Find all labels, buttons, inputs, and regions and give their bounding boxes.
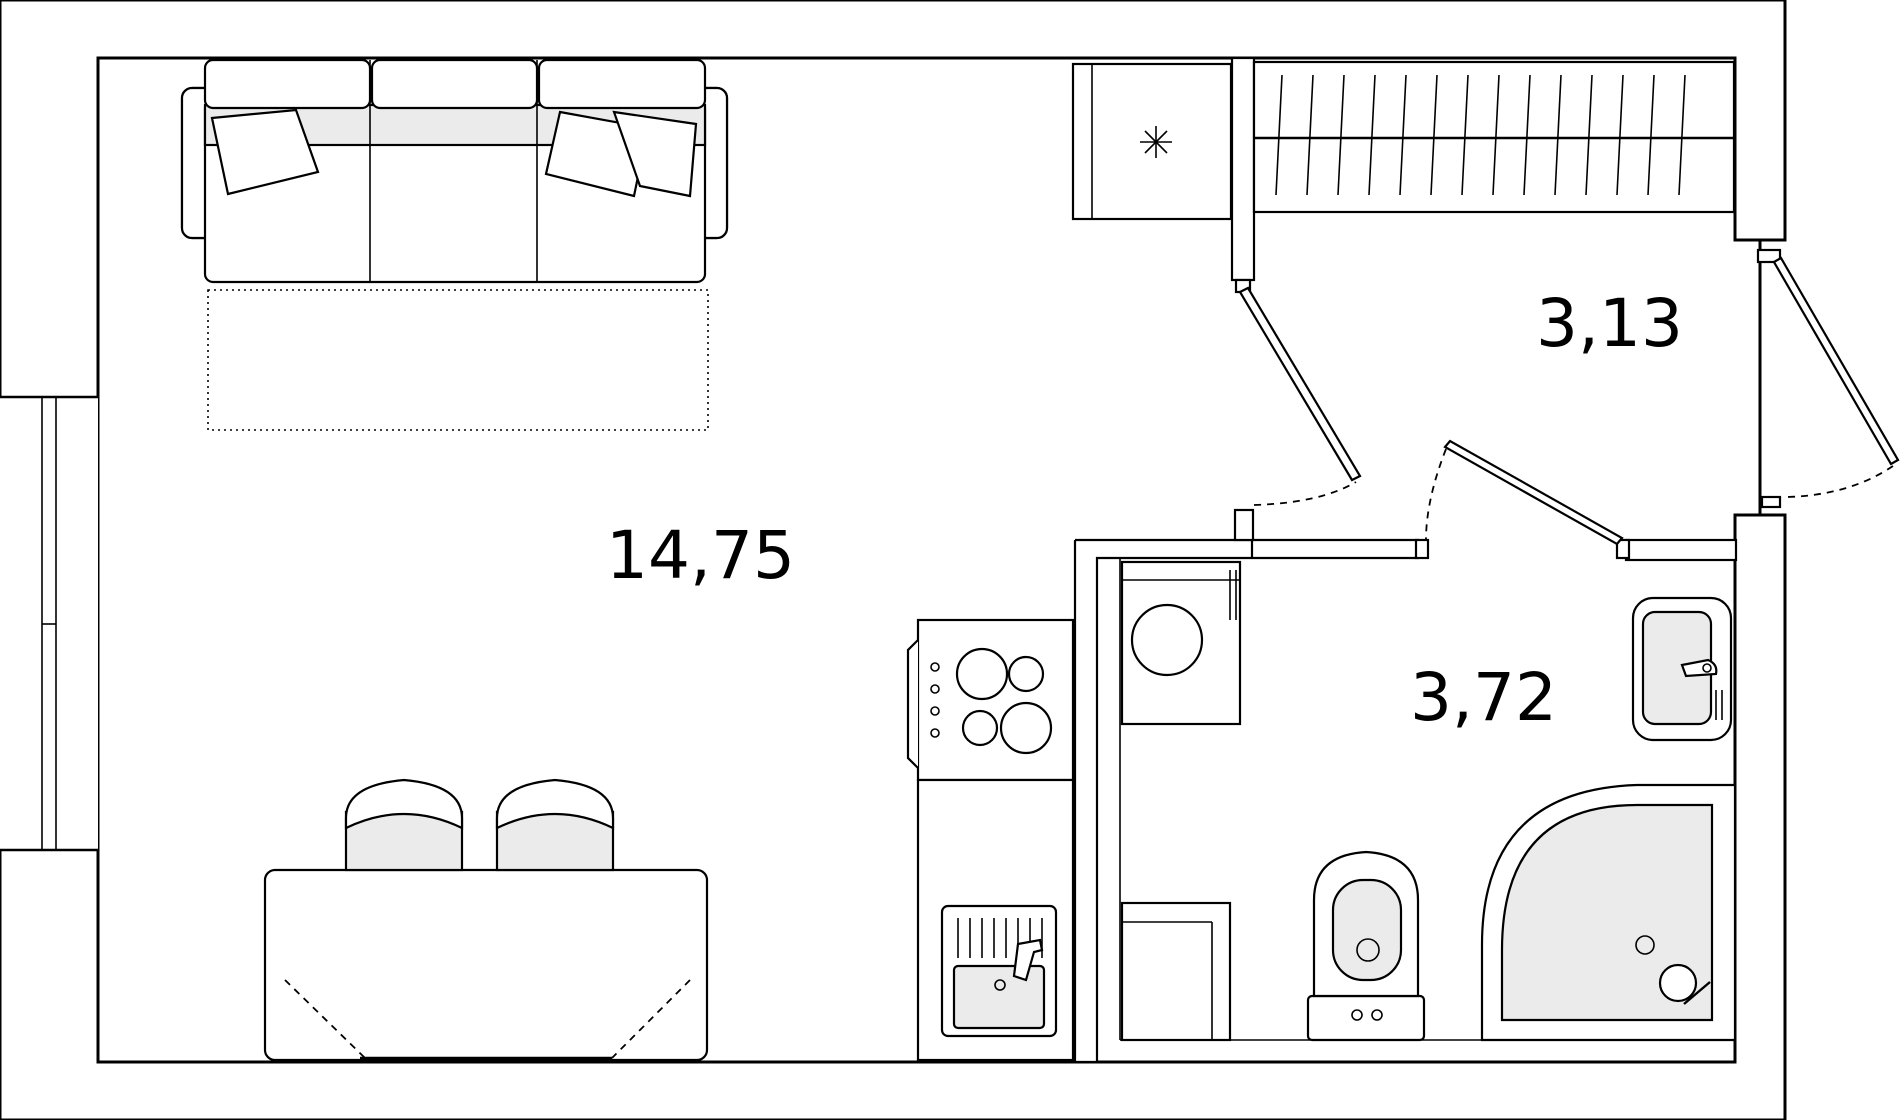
washing-machine [1120, 560, 1242, 726]
shower-tray [1480, 783, 1737, 1042]
hanger-line [1585, 74, 1593, 196]
hanger-line [1616, 74, 1624, 196]
fridge [1071, 62, 1233, 221]
bathroom-cabinet [1120, 901, 1232, 1042]
bathroom-area: 3,72 [1410, 659, 1557, 736]
door-jamb-3 [1615, 538, 1631, 560]
cushion-left [210, 108, 320, 196]
hanger-line [1275, 74, 1283, 196]
hanger-line [1523, 74, 1531, 196]
entrance-post-bottom [1760, 495, 1782, 509]
bathroom-sink [1631, 596, 1733, 742]
sofa [180, 58, 729, 284]
closet-partition [1230, 56, 1256, 282]
bathroom-wall-top-right [1624, 538, 1738, 562]
cushion-right-2 [612, 110, 698, 198]
entrance-post-top [1756, 248, 1782, 264]
chair-left [344, 778, 464, 872]
living-room-area: 14,75 [606, 517, 795, 594]
kitchen-sink [940, 904, 1058, 1038]
entrance-door [1772, 256, 1900, 498]
hallway-area: 3,13 [1536, 285, 1683, 362]
hanger-line [1554, 74, 1562, 196]
walls [0, 0, 1787, 1120]
chair-right [495, 778, 615, 872]
door-jamb-1 [1233, 508, 1255, 542]
snowflake-icon [1140, 126, 1172, 158]
hanger-line [1647, 74, 1655, 196]
wardrobe [1252, 60, 1736, 214]
rug [207, 289, 709, 431]
hanger-line [1492, 74, 1500, 196]
cooktop [906, 618, 1075, 782]
door-jamb-2 [1414, 538, 1430, 560]
dining-table [263, 868, 709, 1062]
hanger-line [1678, 74, 1686, 196]
hanger-line [1337, 74, 1345, 196]
living-room-door [1238, 286, 1362, 506]
hanger-line [1306, 74, 1314, 196]
hanger-line [1461, 74, 1469, 196]
hanger-line [1399, 74, 1407, 196]
window-left [0, 395, 98, 852]
doors [1238, 256, 1900, 546]
bathroom-door [1425, 439, 1624, 546]
hanger-line [1430, 74, 1438, 196]
toilet [1306, 850, 1426, 1042]
wardrobe-hangers [1275, 74, 1686, 196]
hanger-line [1368, 74, 1376, 196]
